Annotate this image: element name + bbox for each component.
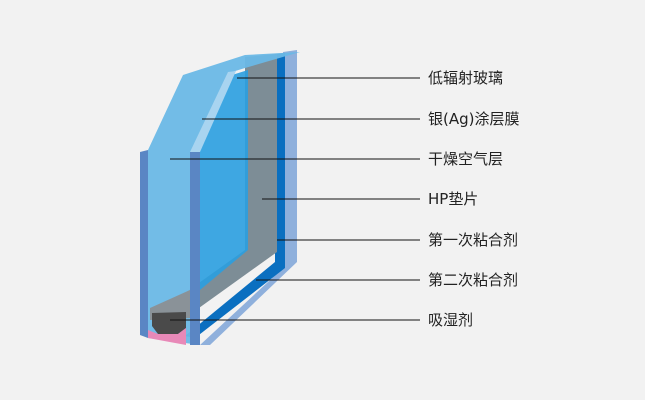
label-primary-sealant: 第一次粘合剂 — [428, 231, 519, 249]
label-ag-coating: 银(Ag)涂层膜 — [428, 110, 520, 128]
label-dry-air-layer: 干燥空气层 — [428, 150, 504, 168]
label-hp-spacer: HP垫片 — [428, 190, 479, 208]
outer-pane-edge — [140, 150, 148, 338]
low-e-glass-pane — [148, 52, 300, 345]
inner-pane-edge — [190, 152, 200, 345]
ag-coating-edge — [190, 71, 236, 152]
leader-lines — [170, 77, 420, 321]
label-desiccant: 吸湿剂 — [428, 311, 474, 329]
label-secondary-sealant: 第二次粘合剂 — [428, 271, 519, 289]
back-glass-pane — [200, 50, 297, 345]
label-low-e-glass: 低辐射玻璃 — [428, 69, 504, 87]
primary-sealant-pink — [148, 328, 186, 345]
desiccant — [152, 312, 186, 334]
